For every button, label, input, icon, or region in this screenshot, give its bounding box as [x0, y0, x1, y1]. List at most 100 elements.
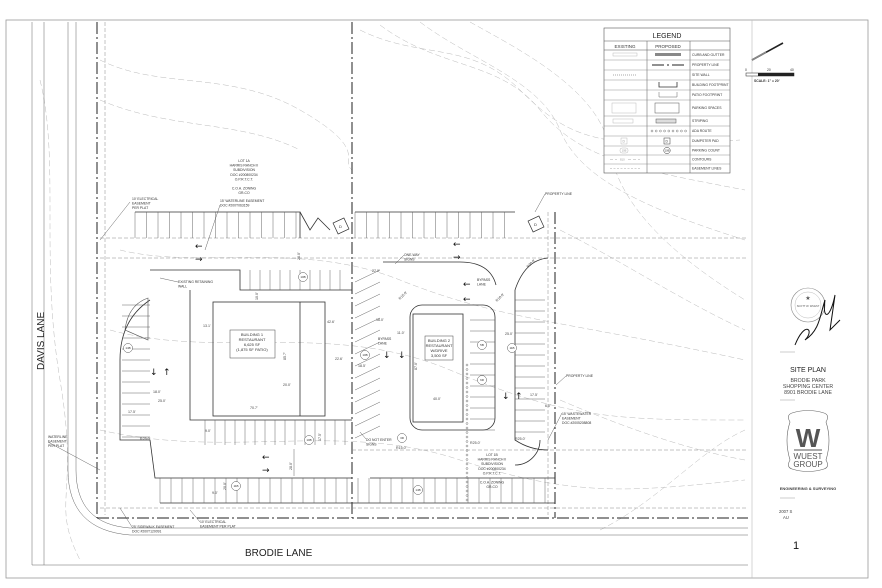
lot-label-line: LOT 1B [486, 453, 498, 457]
dimension-d22: R25.0' [470, 441, 481, 445]
arrow-left-icon: ← [463, 280, 471, 290]
arrow-down-icon: ↓ [502, 392, 510, 402]
dimension-d28: 9.0' [212, 491, 218, 495]
legend-title: LEGEND [653, 33, 682, 40]
callout-one-way: SIGNS [404, 258, 415, 262]
seal-name: SCOTT W. WUEST [797, 304, 820, 308]
parking-stalls [122, 212, 546, 503]
logo-word-1: WUEST [794, 452, 823, 461]
callout-waterline-left: PER PLAT [48, 444, 64, 448]
parking-count: 10B [306, 438, 311, 442]
callout-do-not-enter: DO NOT ENTER [366, 438, 392, 442]
callout-retaining-wall: EXISTING RETAINING [178, 280, 213, 284]
lot-label-line: O.P.R.T.C.T. [483, 471, 501, 475]
dimension-d26: 28.0' [289, 462, 293, 470]
callout-waterline-left: WATERLINE [48, 435, 68, 439]
parking-count: 14B [415, 488, 420, 492]
parking-count: 3R [400, 436, 405, 440]
legend-row-site-wall: SITE WALL [692, 73, 710, 77]
callout-bypass-2: BYPASS [378, 337, 392, 341]
signature [794, 294, 841, 346]
dimension-d16: 18.5' [358, 364, 366, 368]
callout-sidewalk: 25' SIDEWALK EASEMENT [132, 525, 174, 529]
callout-bypass-1: LANE [477, 283, 487, 287]
callout-waterline-left: EASEMENT [48, 440, 67, 444]
building-2: BUILDING 2 RESTAURANT W/DRIVE 3,500 SF [412, 313, 464, 423]
dimension-d1: 28.0' [297, 252, 301, 260]
logo-word-2: GROUP [793, 460, 822, 469]
legend: LEGEND EXISTING PROPOSED CURB AND GUTTER… [603, 27, 731, 174]
dimension-d20: 17.5' [530, 393, 538, 397]
dimension-d5: 22.6' [335, 357, 343, 361]
star-icon: ★ [805, 295, 810, 302]
dimension-d24: R10.0' [495, 292, 505, 302]
building-1-label: BUILDING 1 [241, 332, 264, 337]
callout-property-line-top: PROPERTY LINE [545, 192, 573, 196]
arrow-left-icon: ← [453, 240, 461, 250]
dimension-d21: R25.0' [140, 437, 151, 441]
dimension-d8: 85.7' [283, 352, 287, 360]
parking-count-marker [397, 433, 407, 443]
engineer-seal: ★ SCOTT W. WUEST [790, 287, 841, 346]
lot-label-line: DOC #200800234 [478, 467, 505, 471]
legend-row-curb-and-gutter: CURB AND GUTTER [692, 53, 725, 57]
callout-wastewater: EASEMENT [562, 417, 581, 421]
parking-count-marker [123, 343, 133, 353]
easement-lines [100, 22, 748, 515]
dimension-d12: 18.0' [153, 390, 161, 394]
road-label-brodie-lane: BRODIE LANE [245, 548, 313, 559]
scale-label: SCALE: 1" = 20' [754, 79, 780, 83]
callout-property-line-right: PROPERTY LINE [566, 374, 594, 378]
dimension-d23: R15.0' [396, 446, 407, 450]
property-lines [96, 22, 748, 519]
dimension-d30: 17.5' [318, 433, 322, 441]
parking-count-marker [298, 272, 308, 282]
dimension-d18: 40.0' [433, 397, 441, 401]
callout-electrical-top: 10' ELECTRICAL [132, 197, 158, 201]
sheet-title: SITE PLAN [790, 367, 826, 374]
legend-dumpster-existing: D [623, 139, 626, 143]
sheet-border [5, 19, 869, 579]
callout-electrical-bottom: EASEMENT PER PLAT [200, 525, 236, 529]
callout-electrical-top: EASEMENT [132, 202, 151, 206]
dumpster-pad-1: D [332, 217, 350, 235]
scale-tick: 40 [790, 68, 794, 72]
dimension-d4: 42.6' [327, 320, 335, 324]
legend-dumpster-proposed: D [666, 139, 669, 143]
road-label-davis-lane: DAVIS LANE [36, 312, 47, 370]
parking-count: 14B [125, 346, 130, 350]
building-2-label: BUILDING 2 [428, 338, 451, 343]
project-line-2: SHOPPING CENTER [783, 384, 833, 390]
legend-count-existing: 10B [622, 149, 627, 153]
building-2-use: RESTAURANT [426, 343, 453, 348]
callout-electrical-bottom: 10' ELECTRICAL [200, 520, 226, 524]
parking-count-marker [477, 375, 487, 385]
arrow-right-icon: → [195, 255, 203, 265]
ada-route [465, 363, 469, 502]
legend-row-parking-count: PARKING COUNT [692, 149, 720, 153]
lot-label-line: GR-CO [238, 191, 250, 195]
dimension-d25: R30.0' [526, 258, 536, 268]
dumpster-pad-2: D [527, 215, 545, 233]
lot-label-line: SUBDIVISION [233, 168, 255, 172]
arrow-up-icon: ↑ [163, 368, 171, 378]
wuest-group-logo: W WUEST GROUP [786, 410, 830, 472]
dimension-d10: 17.5' [128, 410, 136, 414]
legend-row-easement-lines: EASEMENT LINES [692, 167, 722, 171]
legend-contour-label: 810 [620, 158, 625, 162]
dimension-d15: 11.0' [397, 331, 405, 335]
lot-label-line: C.O.A. ZONING [232, 187, 257, 191]
company-address-1: 2007 S [779, 509, 792, 514]
parking-count-marker [507, 343, 517, 353]
parking-count: 5B [480, 343, 484, 347]
arrow-left-icon: ← [262, 453, 270, 463]
sheet-number: 1 [793, 540, 799, 552]
dimension-d3: 13.1' [203, 324, 211, 328]
arrow-down-icon: ↓ [383, 351, 391, 361]
arrow-right-icon: → [262, 466, 270, 476]
lot-label-line: O.P.R.T.C.T. [235, 177, 253, 181]
lot-label-line: DOC #200800234 [230, 173, 257, 177]
